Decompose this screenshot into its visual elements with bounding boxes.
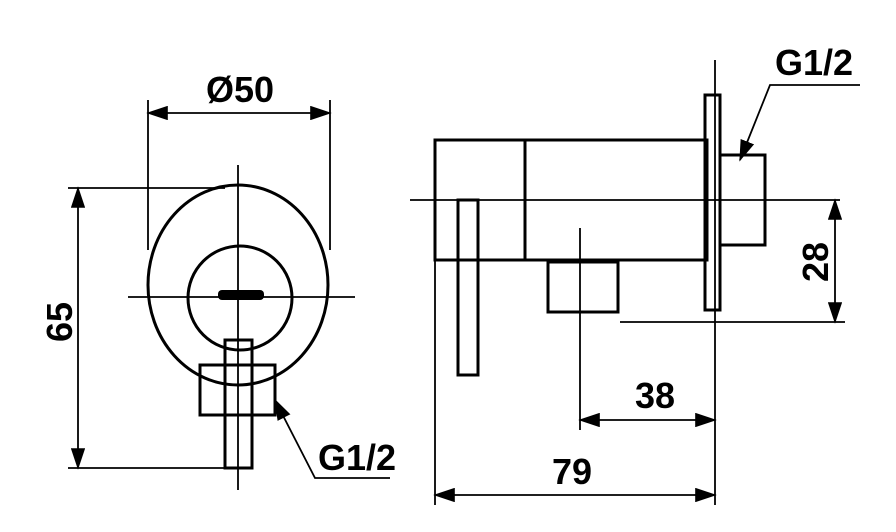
front-view: Ø50 65 G1/2	[39, 69, 396, 490]
height-label: 65	[39, 302, 80, 342]
thread-leader	[274, 398, 390, 479]
thread-connector	[198, 363, 277, 417]
thread-label: G1/2	[318, 437, 396, 478]
thread-leader	[739, 84, 860, 162]
lever-side	[456, 198, 480, 377]
side-view: G1/2 28 38 79	[410, 42, 860, 505]
outlet-label: 38	[635, 375, 675, 416]
length-label: 79	[552, 451, 592, 492]
handle-hub	[186, 244, 294, 352]
brand-logo	[218, 290, 264, 300]
diameter-label: Ø50	[206, 69, 274, 110]
outlet-nipple	[546, 260, 620, 314]
thread-label: G1/2	[775, 42, 853, 83]
offset-label: 28	[795, 242, 836, 282]
